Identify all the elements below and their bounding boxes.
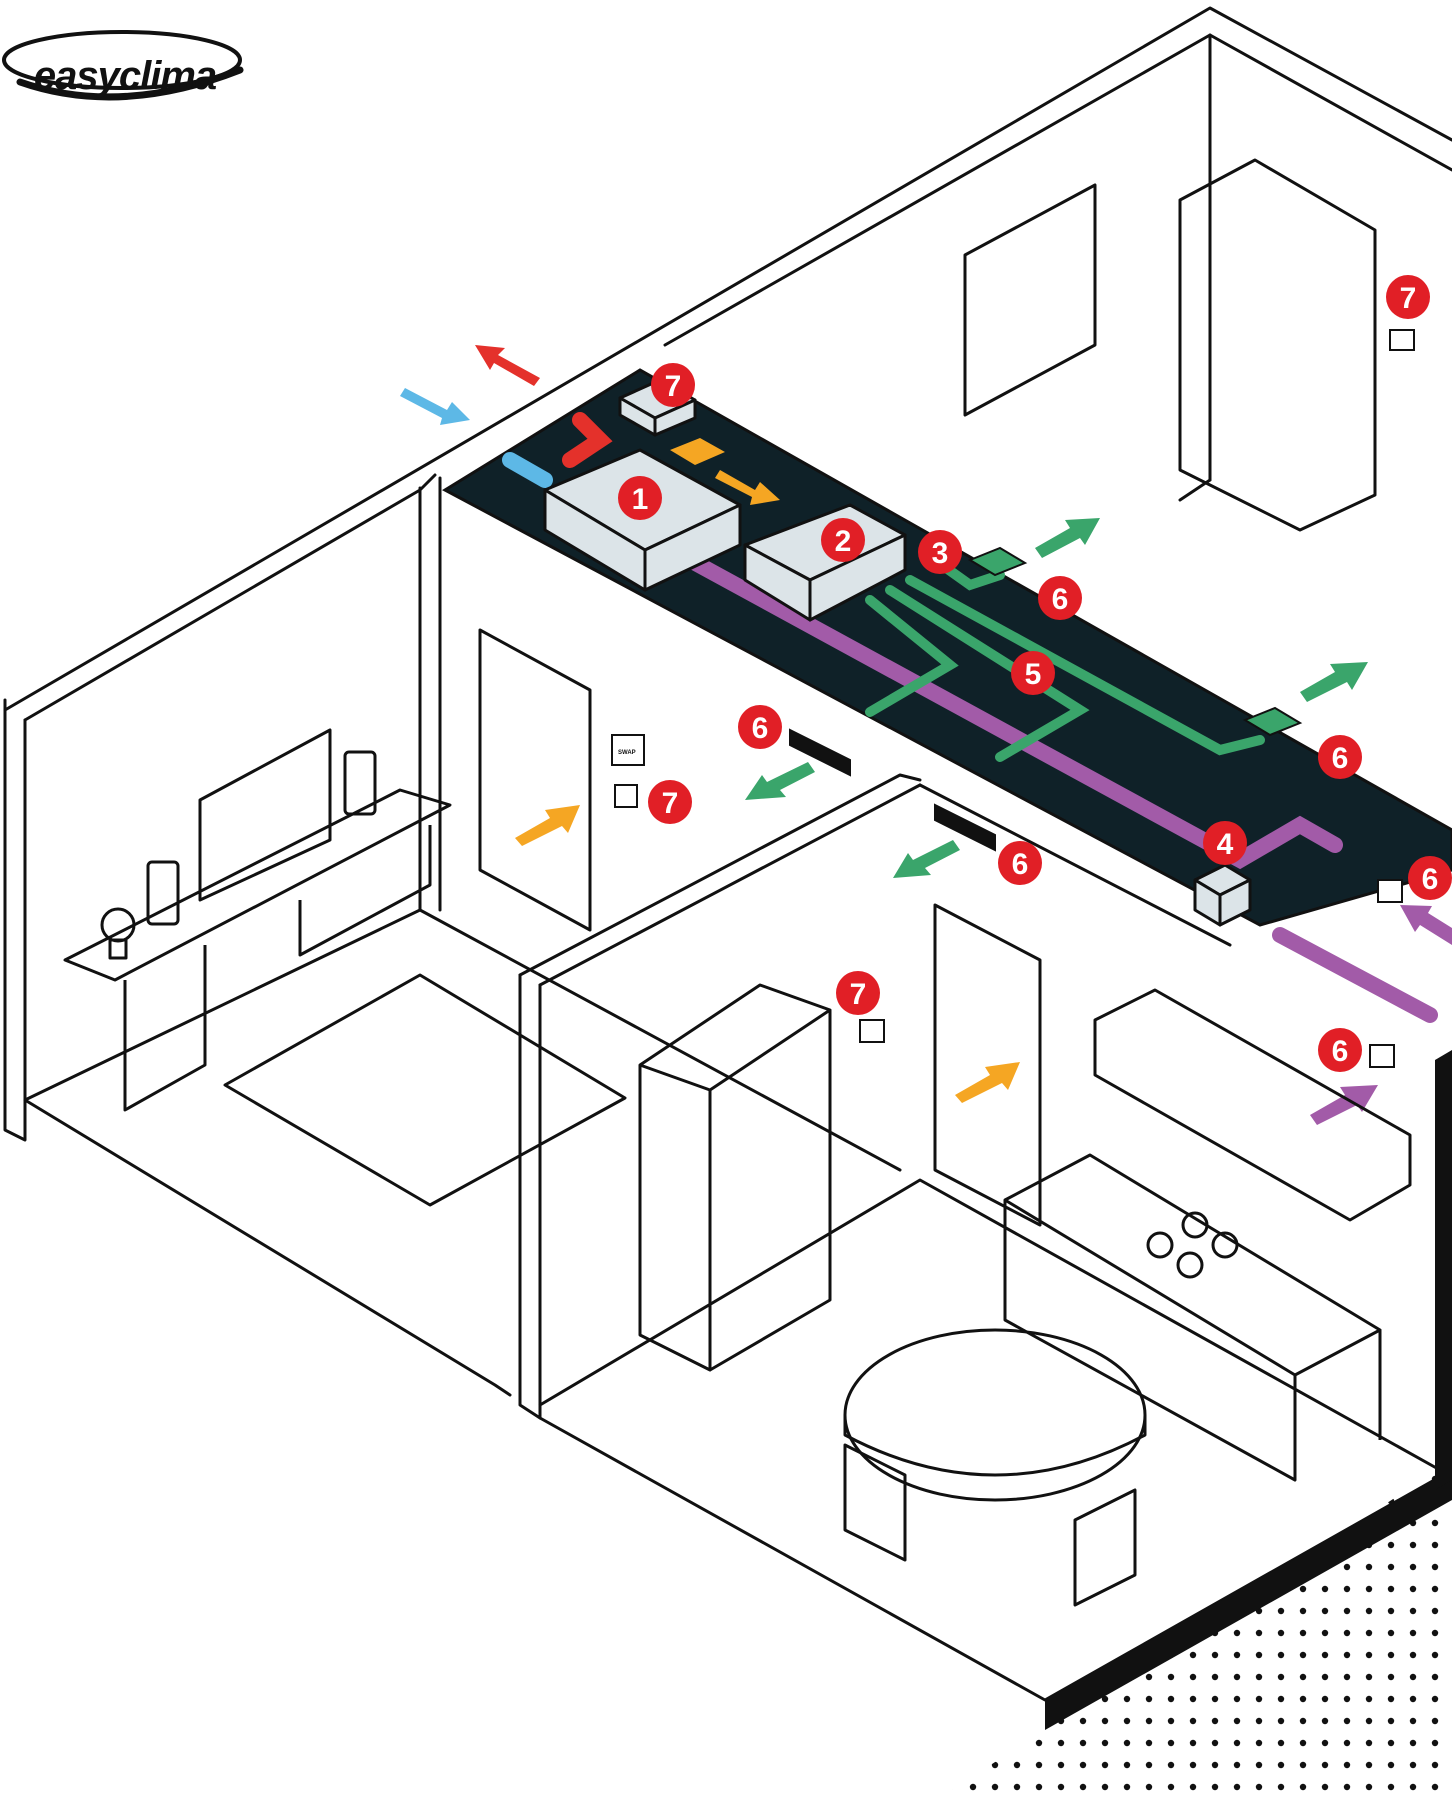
badge-6-a: 6	[1038, 576, 1082, 620]
sensor-study	[615, 785, 637, 807]
bath-extract-arrow	[1400, 905, 1452, 945]
badge-7-a: 7	[651, 363, 695, 407]
sensor-bedroom	[1390, 330, 1414, 350]
study-door-transfer-arrow	[515, 805, 580, 846]
svg-text:1: 1	[632, 483, 649, 516]
svg-text:7: 7	[665, 370, 682, 403]
bedroom-supply-arrow	[1035, 518, 1100, 558]
partition-top-2	[540, 785, 920, 985]
svg-text:6: 6	[1332, 742, 1349, 775]
grille-kitchen	[1370, 1045, 1394, 1067]
study-floor-edge	[25, 910, 900, 1170]
monitor	[200, 730, 330, 900]
svg-text:7: 7	[850, 978, 867, 1011]
badge-6-f: 6	[1318, 1028, 1362, 1072]
kitchen-floor-edge	[540, 1180, 1440, 1470]
stove-burners	[1148, 1213, 1237, 1277]
chair-right	[1075, 1490, 1135, 1605]
svg-text:5: 5	[1025, 658, 1042, 691]
svg-text:4: 4	[1217, 828, 1234, 861]
badge-6-d: 6	[998, 841, 1042, 885]
badge-7-b: 7	[1386, 275, 1430, 319]
svg-text:7: 7	[662, 787, 679, 820]
kitchen-supply-arrow	[893, 840, 960, 878]
badge-5: 5	[1011, 651, 1055, 695]
svg-text:6: 6	[1012, 848, 1029, 881]
bedroom-window	[965, 185, 1095, 415]
kitchen-extract-arrow	[1310, 1085, 1378, 1125]
svg-text:6: 6	[1422, 863, 1439, 896]
study-desk	[65, 790, 450, 1110]
svg-text:6: 6	[1332, 1035, 1349, 1068]
kitchen-wardrobe	[640, 985, 830, 1370]
dining-table	[845, 1330, 1145, 1500]
bedroom-wall-outline	[665, 35, 1452, 345]
sensor-kitchen	[860, 1020, 884, 1042]
badge-6-e: 6	[1408, 856, 1452, 900]
study-door	[480, 630, 590, 930]
exhaust-arrow	[475, 345, 540, 386]
badge-7-d: 7	[836, 971, 880, 1015]
svg-text:6: 6	[1052, 583, 1069, 616]
attic-floor	[445, 370, 1452, 925]
badge-7-c: 7	[648, 780, 692, 824]
intake-arrow	[400, 388, 470, 425]
chair-left	[845, 1445, 905, 1560]
badge-4: 4	[1203, 821, 1247, 865]
svg-text:7: 7	[1400, 282, 1417, 315]
badge-6-c: 6	[738, 705, 782, 749]
right-dark-edge	[1435, 1050, 1452, 1490]
grille-bath	[1378, 880, 1402, 902]
study-walls	[5, 700, 25, 1140]
house-outline-inner	[25, 475, 435, 720]
vent-kitchen	[935, 805, 995, 850]
svg-text:6: 6	[752, 712, 769, 745]
extract-duct-kitchen	[1280, 935, 1430, 1015]
svg-text:3: 3	[932, 537, 949, 570]
control-panel-label: SWAP	[618, 750, 636, 756]
badge-6-b: 6	[1318, 735, 1362, 779]
badge-3: 3	[918, 530, 962, 574]
kitchen-door	[935, 905, 1040, 1225]
badge-1: 1	[618, 476, 662, 520]
badge-2: 2	[821, 518, 865, 562]
study-supply-arrow	[745, 762, 815, 800]
svg-text:2: 2	[835, 525, 852, 558]
hall-supply-arrow	[1300, 662, 1368, 702]
study-rug	[225, 975, 625, 1205]
kitchen-door-transfer-arrow	[955, 1062, 1020, 1103]
study-left-wall	[25, 1100, 510, 1395]
